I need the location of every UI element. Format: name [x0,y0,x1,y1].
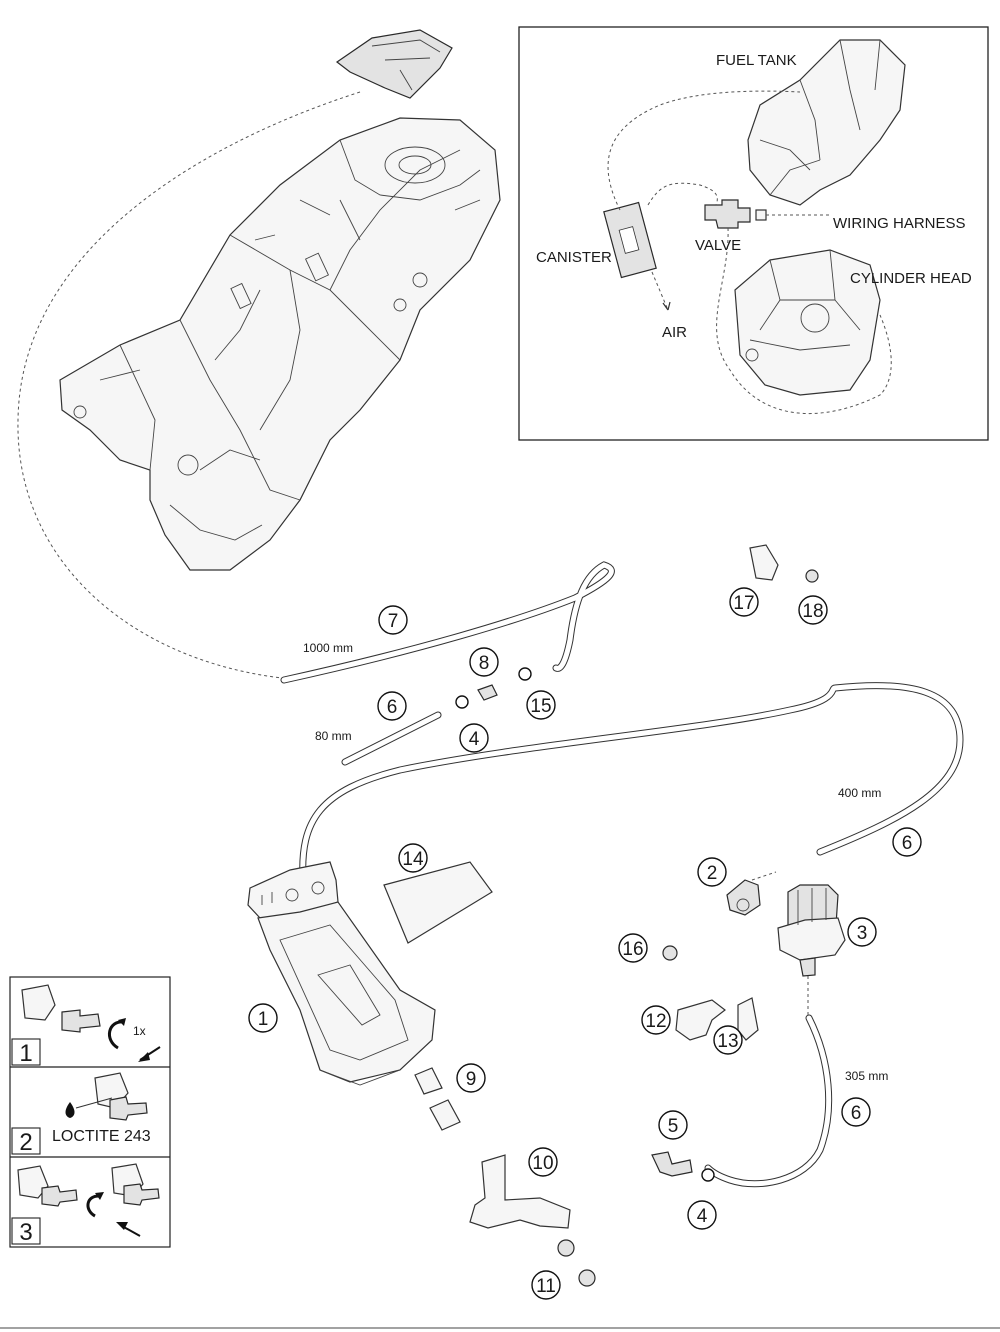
inset-fuel-tank [747,39,906,206]
air-label: AIR [662,324,687,341]
svg-text:13: 13 [717,1031,738,1052]
vent-routing-line [17,91,361,679]
callout-4a: 4 [459,723,489,753]
part-clip-17 [749,544,779,581]
part-nipple-5 [651,1151,693,1177]
part-screw-11a [557,1239,575,1257]
svg-text:4: 4 [697,1206,708,1227]
svg-text:6: 6 [902,833,913,854]
part-clamp-15 [518,667,532,681]
callout-17: 17 [729,587,759,617]
svg-text:15: 15 [530,696,551,717]
callout-4b: 4 [687,1200,717,1230]
svg-text:5: 5 [668,1116,679,1137]
part-screw-11b [578,1269,596,1287]
measure-80mm: 80 mm [315,729,352,743]
part-bracket-13 [737,997,759,1041]
part-clamp-4b [701,1168,715,1182]
tank-body [59,117,501,571]
svg-text:1: 1 [258,1009,269,1030]
callout-6c: 6 [841,1097,871,1127]
part-canister [247,861,436,1086]
callout-2: 2 [697,857,727,887]
svg-text:8: 8 [479,653,490,674]
part-clamp-12 [675,999,726,1041]
canister-label: CANISTER [536,249,612,266]
inset-cylinder-head [734,249,881,396]
part-label-sticker [383,861,493,944]
step-1-count: 1x [133,1024,146,1038]
callout-5: 5 [658,1110,688,1140]
measure-1000mm: 1000 mm [303,641,353,655]
assembly-steps-panel: 1x 1 LOCTITE 243 2 3 [9,976,171,1248]
svg-text:14: 14 [402,849,424,870]
part-clip-9b [429,1099,461,1131]
callout-1: 1 [248,1003,278,1033]
svg-text:17: 17 [733,593,754,614]
svg-text:7: 7 [388,611,399,632]
callout-13: 13 [713,1025,743,1055]
callout-6b: 6 [892,827,922,857]
callout-14: 14 [398,843,428,873]
tank-cap [335,29,453,99]
svg-text:2: 2 [707,863,718,884]
svg-text:11: 11 [536,1276,556,1297]
part-fitting-2 [726,879,761,916]
callout-8: 8 [469,647,499,677]
part-clamp-4a [455,695,469,709]
callout-3: 3 [847,917,877,947]
callout-7: 7 [378,605,408,635]
svg-text:16: 16 [622,939,643,960]
svg-text:9: 9 [466,1069,477,1090]
svg-text:3: 3 [857,923,868,944]
part-screw-16 [662,945,678,961]
fuel-tank-label: FUEL TANK [716,52,797,69]
callout-11: 11 [531,1270,561,1300]
svg-text:4: 4 [469,729,480,750]
svg-text:18: 18 [802,601,823,622]
step-3: 3 [11,1163,160,1246]
cylinder-head-label: CYLINDER HEAD [850,270,972,287]
step-3-number: 3 [19,1219,32,1246]
step-2: LOCTITE 243 2 [11,1072,151,1156]
callout-16: 16 [618,933,648,963]
inset-frame [518,26,989,441]
part-connector-8 [477,684,498,701]
svg-text:12: 12 [645,1011,666,1032]
valve-label: VALVE [695,237,741,254]
loctite-label: LOCTITE 243 [52,1128,151,1145]
callout-18: 18 [798,595,828,625]
callout-12: 12 [641,1005,671,1035]
part-clip-9a [414,1067,443,1095]
step-2-number: 2 [19,1129,32,1156]
evap-system-inset: FUEL TANK WIRING HARNESS CANISTER VALVE … [518,26,989,441]
inset-connector [755,209,767,221]
callout-10: 10 [528,1147,558,1177]
fuel-tank-illustration [59,29,501,571]
part-screw-18 [805,569,819,583]
step-1-number: 1 [19,1040,32,1067]
svg-text:6: 6 [387,697,398,718]
measure-305mm: 305 mm [845,1069,888,1083]
svg-text:10: 10 [532,1153,553,1174]
part-solenoid-valve [777,884,846,977]
measure-400mm: 400 mm [838,786,881,800]
inset-valve [704,199,751,229]
callout-9: 9 [456,1063,486,1093]
wiring-harness-label: WIRING HARNESS [833,215,966,232]
callout-15: 15 [526,690,556,720]
svg-text:6: 6 [851,1103,862,1124]
part-bracket-10 [469,1154,571,1229]
callout-6a: 6 [377,691,407,721]
step-1: 1x 1 [11,984,161,1067]
